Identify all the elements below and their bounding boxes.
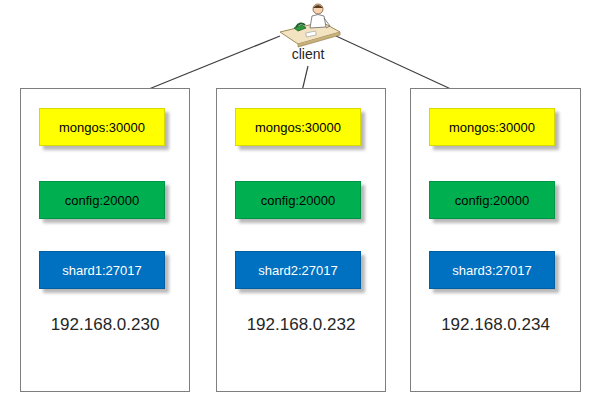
service-label: config:20000 bbox=[261, 193, 335, 208]
service-label: shard1:27017 bbox=[62, 263, 142, 278]
client-label: client bbox=[266, 46, 350, 62]
service-label: shard2:27017 bbox=[258, 263, 338, 278]
mongos-box: mongos:30000 bbox=[429, 108, 555, 146]
ip-address: 192.168.0.234 bbox=[411, 315, 580, 335]
mongos-box: mongos:30000 bbox=[39, 108, 165, 146]
mongos-box: mongos:30000 bbox=[235, 108, 361, 146]
service-label: shard3:27017 bbox=[452, 263, 532, 278]
config-box: config:20000 bbox=[429, 181, 555, 219]
shard-box: shard2:27017 bbox=[235, 251, 361, 289]
client-icon: client bbox=[266, 2, 350, 66]
person-at-desk-icon bbox=[266, 2, 350, 48]
server-box: 192.168.0.232 mongos:30000 config:20000 sha… bbox=[216, 88, 386, 392]
ip-address: 192.168.0.232 bbox=[217, 315, 385, 335]
service-label: config:20000 bbox=[65, 193, 139, 208]
shard-box: shard3:27017 bbox=[429, 251, 555, 289]
service-label: mongos:30000 bbox=[255, 120, 341, 135]
service-label: mongos:30000 bbox=[59, 120, 145, 135]
ip-address: 192.168.0.230 bbox=[21, 315, 189, 335]
config-box: config:20000 bbox=[39, 181, 165, 219]
shard-box: shard1:27017 bbox=[39, 251, 165, 289]
server-box: 192.168.0.230 mongos:30000 config:20000 sha… bbox=[20, 88, 190, 392]
service-label: mongos:30000 bbox=[449, 120, 535, 135]
service-label: config:20000 bbox=[455, 193, 529, 208]
config-box: config:20000 bbox=[235, 181, 361, 219]
server-box: 192.168.0.234 mongos:30000 config:20000 sha… bbox=[410, 88, 581, 392]
